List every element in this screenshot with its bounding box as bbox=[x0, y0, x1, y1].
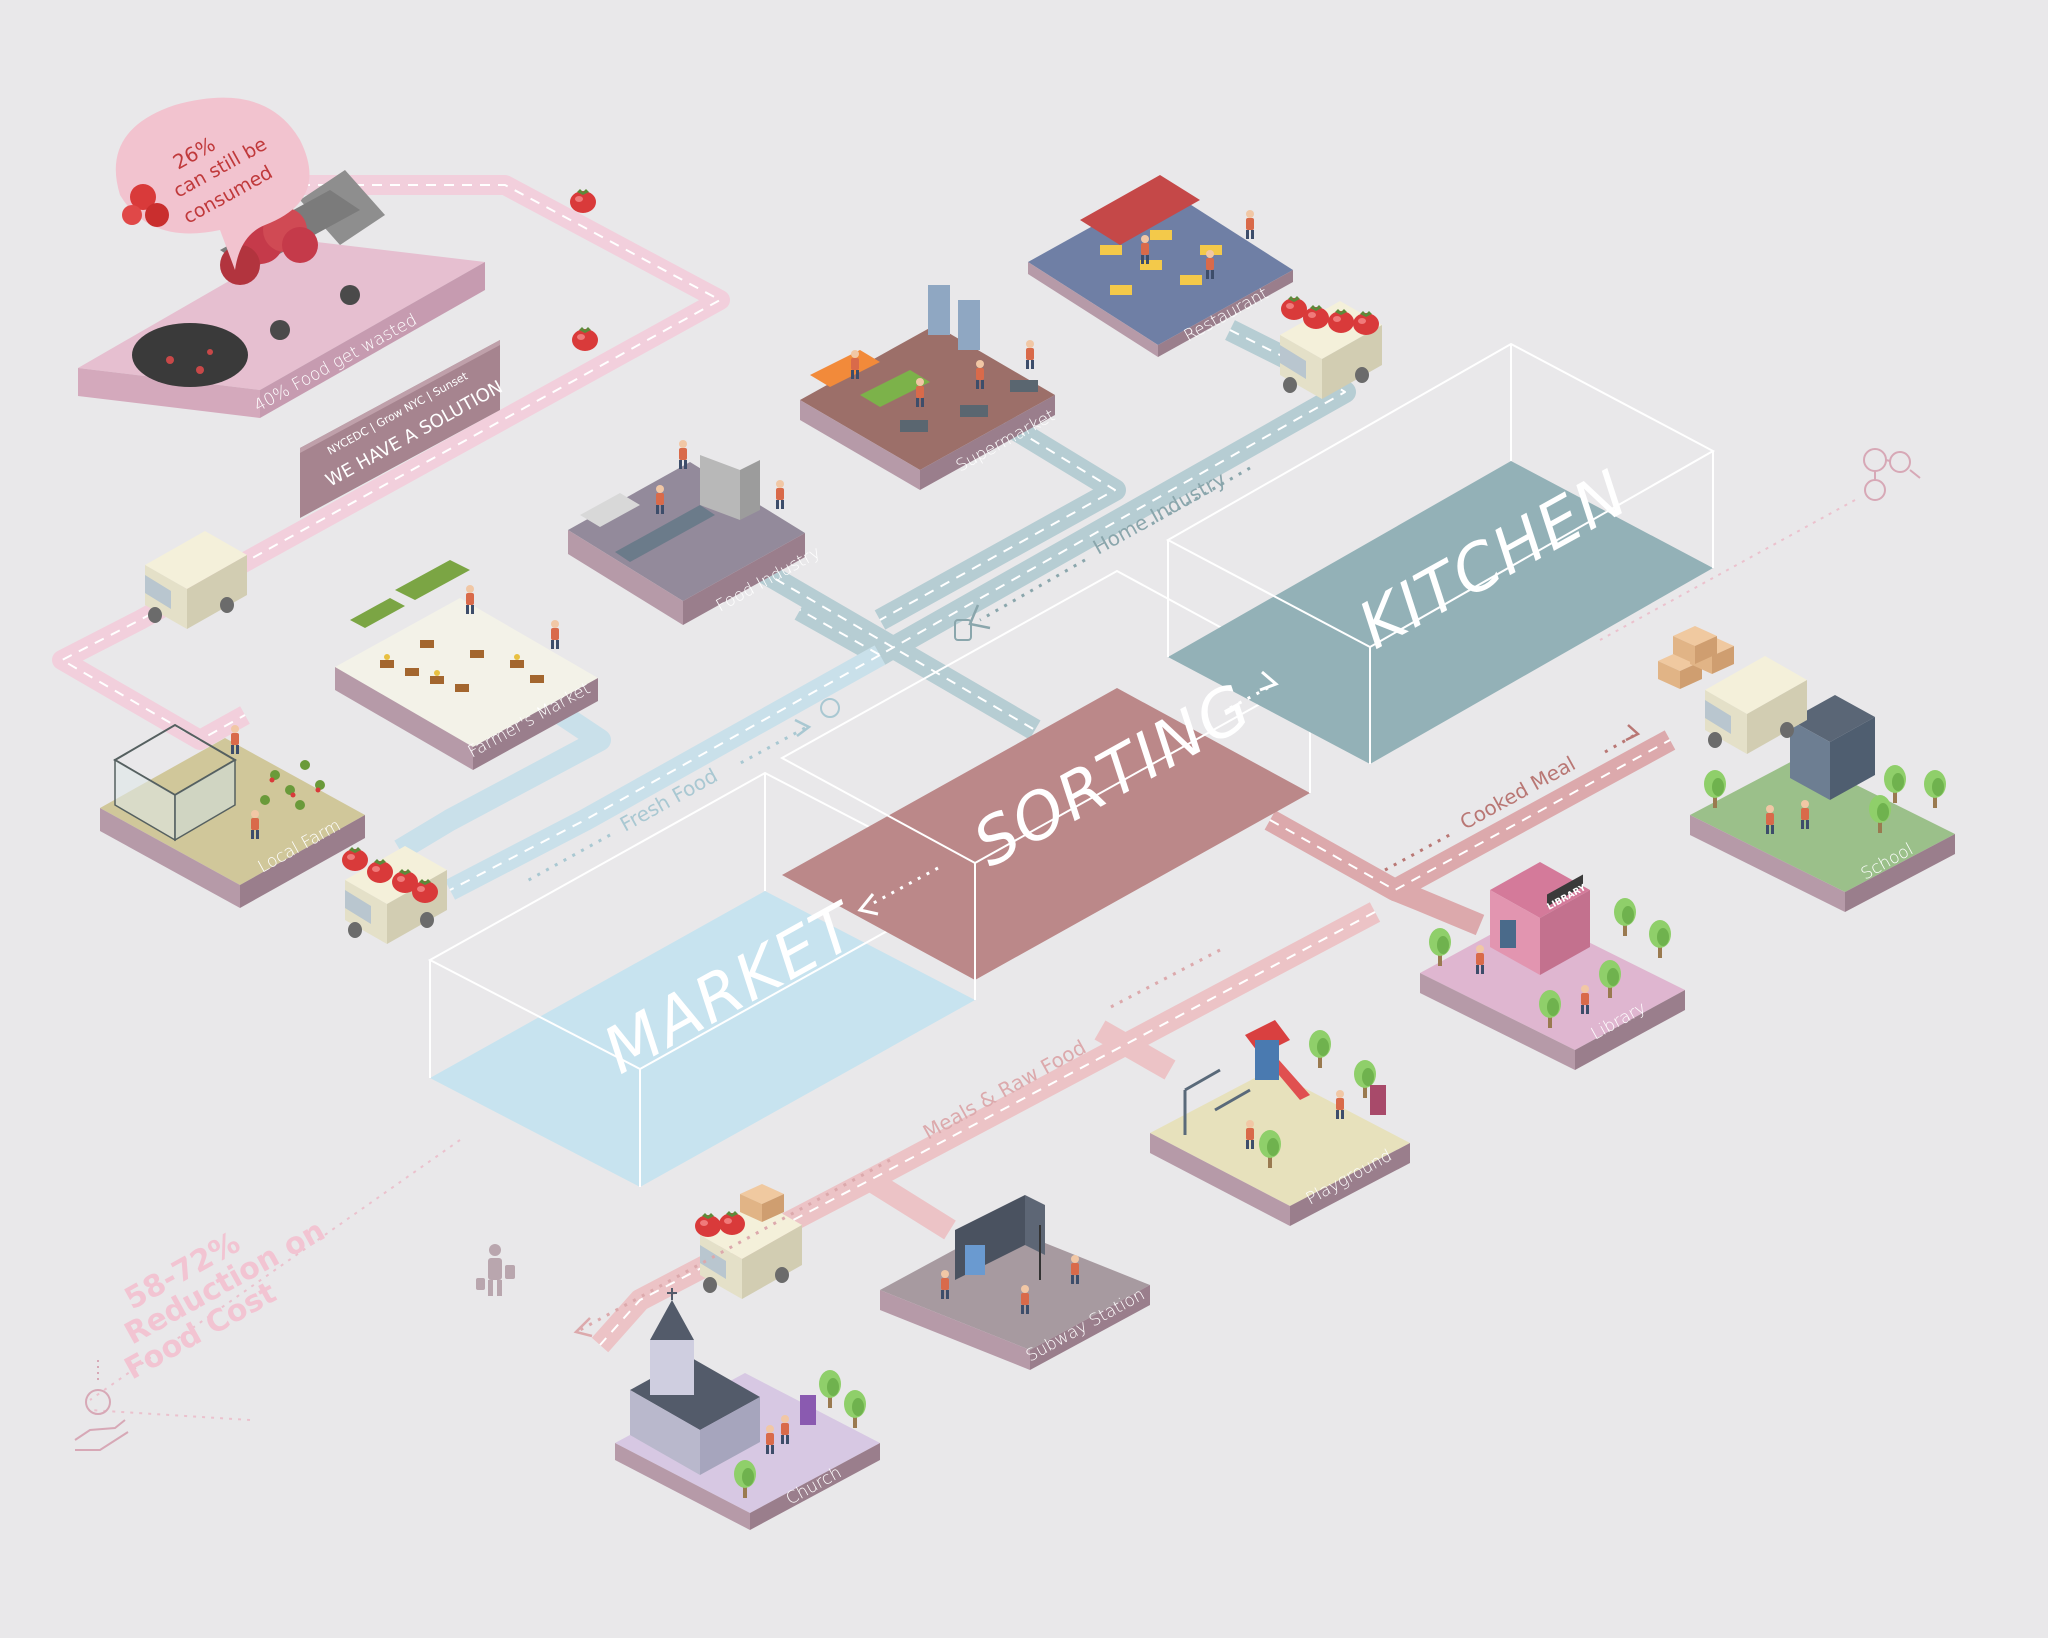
zone-arrow-heads bbox=[857, 670, 1279, 916]
zone-sorting bbox=[779, 569, 1313, 980]
person-with-bag-icon bbox=[476, 1244, 515, 1296]
local-farm-platform: Local Farm bbox=[100, 723, 365, 908]
flow-meals-raw-food: Meals & Raw Food bbox=[919, 1035, 1090, 1144]
money-hand-icon bbox=[74, 1360, 129, 1451]
restaurant-platform: Restaurant bbox=[1028, 175, 1293, 357]
fresh-food-arrow bbox=[524, 698, 840, 884]
network-icon bbox=[1863, 448, 1921, 501]
apple-icon bbox=[820, 698, 840, 718]
home-industry-arrow bbox=[954, 466, 1251, 641]
waste-speech-bubble: 26% can still be consumed bbox=[115, 97, 310, 270]
supermarket-platform: Supermarket bbox=[800, 285, 1058, 490]
cooked-meal-arrow bbox=[1384, 724, 1641, 872]
school-platform: School bbox=[1690, 695, 1955, 912]
jar-icon bbox=[954, 619, 972, 641]
waste-platform: 40% Food get wasted bbox=[78, 170, 485, 418]
meals-raw-food-arrow bbox=[573, 948, 1221, 1338]
library-platform: LIBRARY Library bbox=[1420, 862, 1685, 1070]
church-platform: Church bbox=[615, 1288, 880, 1530]
food-industry-platform: Food Industry bbox=[568, 440, 824, 625]
savings-callout: 58-72% Reduction on Food Cost bbox=[119, 1213, 331, 1387]
guide-lines bbox=[89, 499, 1856, 1421]
farmers-market-platform: Farmer's Market bbox=[335, 560, 598, 770]
zone-kitchen bbox=[1165, 342, 1716, 764]
subway-platform: Subway Station bbox=[880, 1195, 1150, 1370]
waste-truck bbox=[220, 170, 385, 340]
playground-platform: Playground bbox=[1150, 1020, 1410, 1226]
